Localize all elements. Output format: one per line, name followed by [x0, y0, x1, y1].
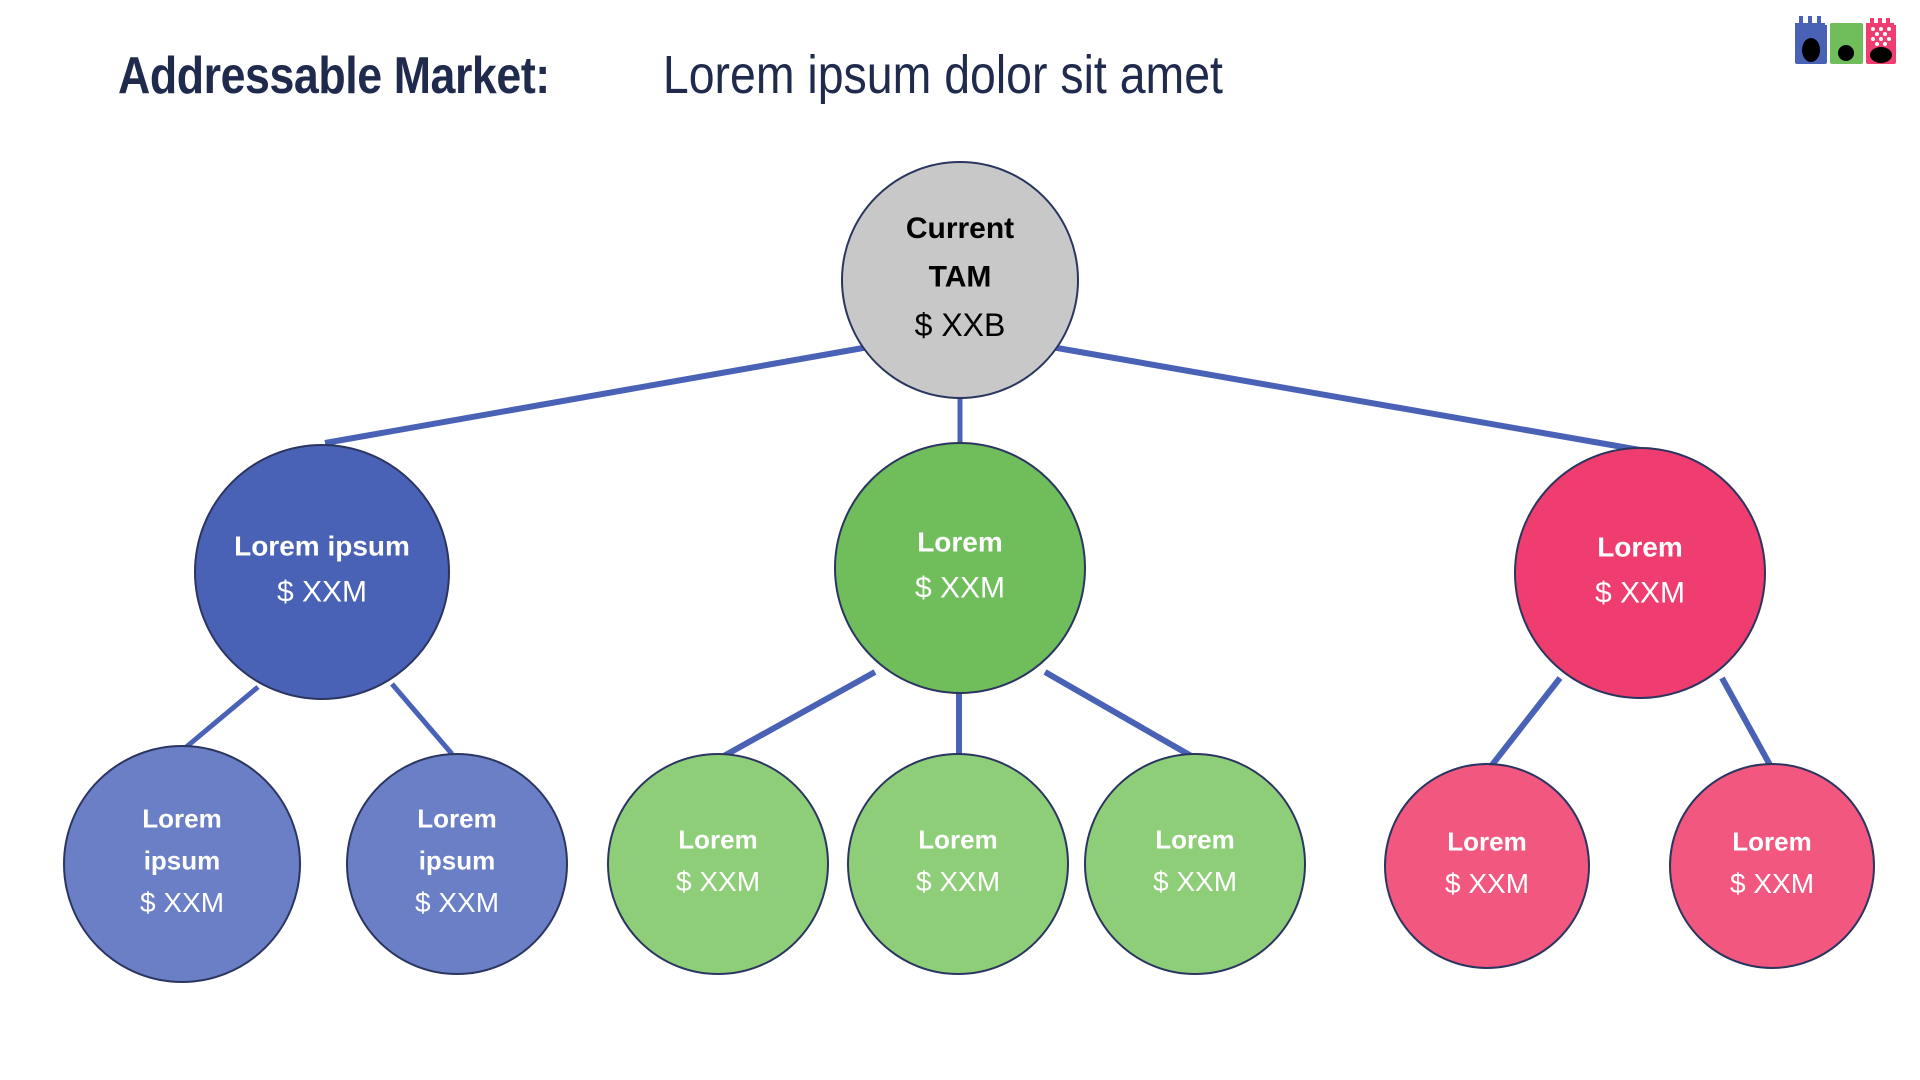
node-label-l2-green-2-0: Lorem [918, 824, 997, 854]
node-value-l2-pink-2: $ XXM [1730, 868, 1814, 899]
tree-node-l2-blue-1[interactable]: Lorem ipsum $ XXM [63, 745, 301, 983]
company-logo [1795, 16, 1896, 64]
edge-green-to-child1 [720, 669, 877, 760]
tree-node-l1-blue[interactable]: Lorem ipsum $ XXM [194, 444, 450, 700]
node-value-l2-green-2: $ XXM [916, 866, 1000, 897]
node-label-l2-blue-2-0: Lorem [417, 803, 496, 833]
tree-connectors [183, 342, 1773, 767]
logo-tile-green-icon [1830, 23, 1863, 64]
node-circle-l1-pink[interactable] [1514, 447, 1766, 699]
node-circle-l2-pink-2[interactable] [1669, 763, 1875, 969]
node-circle-l2-blue-1[interactable] [63, 745, 301, 983]
node-circle-root[interactable] [841, 161, 1079, 399]
node-circle-l1-green[interactable] [834, 442, 1086, 694]
node-label-l2-pink-2-0: Lorem [1732, 826, 1811, 856]
node-value-root: $ XXB [915, 307, 1006, 343]
edge-pink-to-child1 [1489, 676, 1563, 767]
node-label-l1-pink-0: Lorem [1597, 531, 1683, 562]
node-circle-l2-pink-1[interactable] [1384, 763, 1590, 969]
node-value-l1-blue: $ XXM [277, 575, 367, 608]
edge-blue-to-child2 [390, 682, 454, 756]
page-title: Addressable Market: Lorem ipsum dolor si… [118, 44, 1329, 106]
node-circle-l1-blue[interactable] [194, 444, 450, 700]
node-value-l2-blue-2: $ XXM [415, 887, 499, 918]
tree-node-l2-pink-2[interactable]: Lorem $ XXM [1669, 763, 1875, 969]
edge-green-to-child3 [1043, 669, 1195, 760]
node-label-l2-blue-1-1: ipsum [144, 846, 221, 876]
node-value-l1-green: $ XXM [915, 571, 1005, 604]
node-label-l2-blue-2-1: ipsum [419, 846, 496, 876]
tree-node-l2-green-2[interactable]: Lorem $ XXM [847, 753, 1069, 975]
logo-tile-pink-icon [1866, 18, 1896, 64]
tree-node-l2-green-3[interactable]: Lorem $ XXM [1084, 753, 1306, 975]
node-label-root-1: TAM [929, 261, 992, 294]
node-label-l1-green-0: Lorem [917, 526, 1003, 557]
page-title-subtitle: Lorem ipsum dolor sit amet [662, 45, 1223, 105]
node-value-l2-green-1: $ XXM [676, 866, 760, 897]
node-circle-l2-blue-2[interactable] [346, 753, 568, 975]
page-header: Addressable Market: Lorem ipsum dolor si… [0, 0, 1920, 120]
node-label-l1-blue-0: Lorem ipsum [234, 530, 410, 561]
tree-node-l2-green-1[interactable]: Lorem $ XXM [607, 753, 829, 975]
node-label-l2-green-3-0: Lorem [1155, 824, 1234, 854]
node-value-l1-pink: $ XXM [1595, 576, 1685, 609]
node-circle-l2-green-2[interactable] [847, 753, 1069, 975]
node-circle-l2-green-3[interactable] [1084, 753, 1306, 975]
node-label-l2-blue-1-0: Lorem [142, 803, 221, 833]
tree-node-l1-pink[interactable]: Lorem $ XXM [1514, 447, 1766, 699]
edge-root-to-pink [1039, 342, 1641, 453]
logo-tile-blue-icon [1795, 16, 1827, 64]
node-label-root-0: Current [906, 212, 1014, 245]
node-value-l2-green-3: $ XXM [1153, 866, 1237, 897]
tree-node-l2-blue-2[interactable]: Lorem ipsum $ XXM [346, 753, 568, 975]
edge-root-to-blue [324, 342, 881, 446]
node-label-l2-green-1-0: Lorem [678, 824, 757, 854]
edge-blue-to-child1 [183, 685, 260, 750]
node-label-l2-pink-1-0: Lorem [1447, 826, 1526, 856]
node-circle-l2-green-1[interactable] [607, 753, 829, 975]
node-value-l2-pink-1: $ XXM [1445, 868, 1529, 899]
node-value-l2-blue-1: $ XXM [140, 887, 224, 918]
tree-node-l2-pink-1[interactable]: Lorem $ XXM [1384, 763, 1590, 969]
edge-pink-to-child2 [1719, 676, 1773, 767]
page-title-emphasis: Addressable Market: [118, 47, 550, 105]
tree-node-l1-green[interactable]: Lorem $ XXM [834, 442, 1086, 694]
